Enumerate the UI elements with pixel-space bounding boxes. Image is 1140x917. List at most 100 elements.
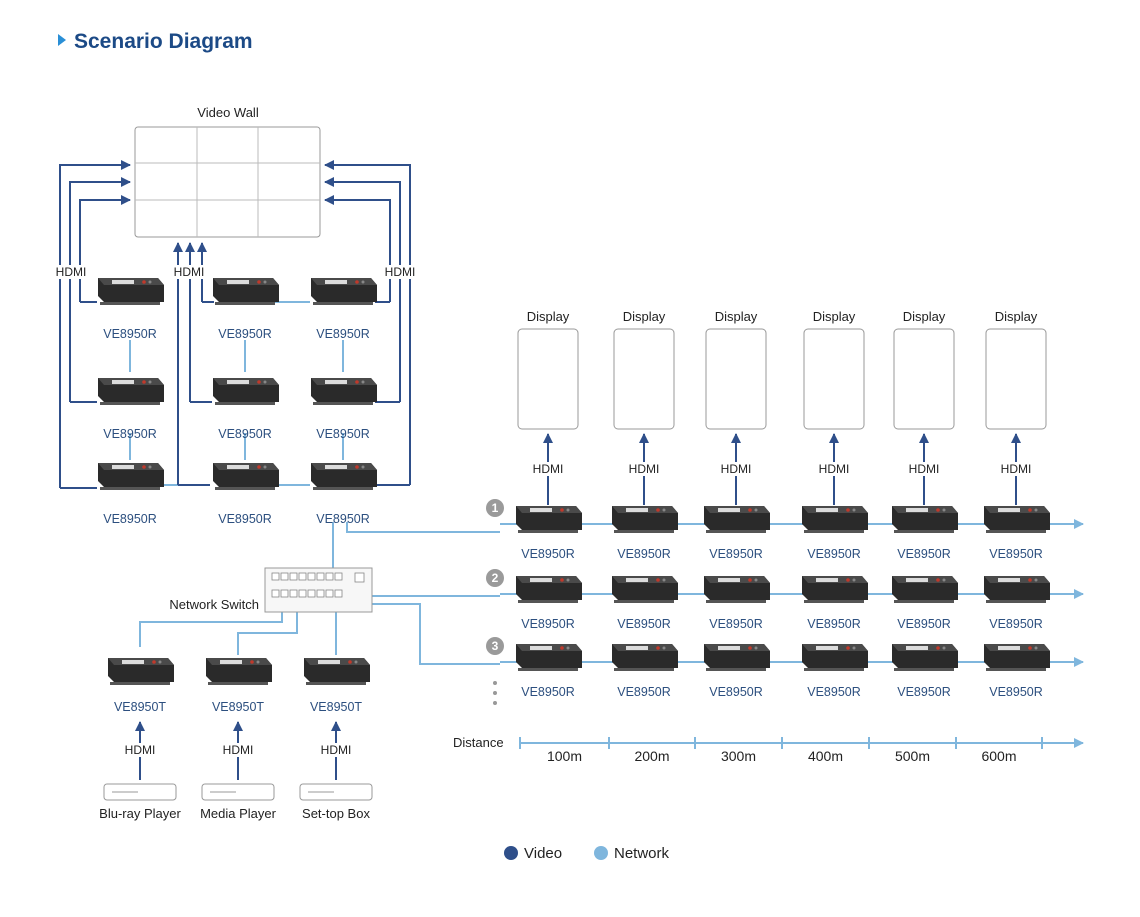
transmitters: VE8950T HDMI Blu-ray Player VE8950T HDMI Medi… xyxy=(99,658,373,821)
receiver-label: VE8950R xyxy=(897,547,951,561)
video-links-wall xyxy=(59,160,411,489)
receiver-label: VE8950R xyxy=(521,617,575,631)
display-label: Display xyxy=(813,309,856,324)
receiver-device xyxy=(311,463,377,490)
receiver-device xyxy=(892,644,958,671)
row-number-badge xyxy=(486,499,504,517)
hdmi-label-source: HDMI xyxy=(223,743,254,757)
hdmi-label-source: HDMI xyxy=(321,743,352,757)
receiver-device xyxy=(98,278,164,305)
receiver-device xyxy=(612,506,678,533)
legend-video-label: Video xyxy=(524,845,562,862)
receiver-label: VE8950R xyxy=(807,685,861,699)
display-panel xyxy=(985,328,1047,430)
legend: Video Network xyxy=(504,845,670,862)
source-label: Media Player xyxy=(200,806,277,821)
receiver-device xyxy=(802,576,868,603)
more-rows-dot xyxy=(493,691,497,695)
distance-tick-label: 600m xyxy=(981,748,1016,764)
receiver-label: VE8950R xyxy=(709,617,763,631)
legend-video-swatch xyxy=(504,846,518,860)
receiver-label: VE8950R xyxy=(521,685,575,699)
distance-label: Distance xyxy=(453,735,504,750)
distance-tick-label: 100m xyxy=(547,748,582,764)
receiver-device xyxy=(213,463,279,490)
source-device-icon xyxy=(201,783,275,801)
receiver-device xyxy=(516,644,582,671)
network-switch-label: Network Switch xyxy=(169,597,259,612)
receiver-label: VE8950R xyxy=(218,512,272,526)
display-panel xyxy=(613,328,675,430)
receiver-label: VE8950R xyxy=(316,427,370,441)
receiver-label: VE8950R xyxy=(316,327,370,341)
display-label: Display xyxy=(995,309,1038,324)
display-panel xyxy=(517,328,579,430)
receiver-device xyxy=(213,378,279,405)
page-title: Scenario Diagram xyxy=(74,30,253,53)
transmitter-device xyxy=(304,658,370,685)
receiver-label: VE8950R xyxy=(709,547,763,561)
row-number-badge xyxy=(486,569,504,587)
source-device-icon xyxy=(103,783,177,801)
transmitter-label: VE8950T xyxy=(114,700,166,714)
transmitter-device xyxy=(108,658,174,685)
receiver-device xyxy=(98,378,164,405)
source-label: Set-top Box xyxy=(302,806,370,821)
receiver-device xyxy=(892,576,958,603)
hdmi-label-wall-left: HDMI xyxy=(56,265,87,279)
receiver-device xyxy=(984,576,1050,603)
receiver-label: VE8950R xyxy=(807,547,861,561)
receiver-label: VE8950R xyxy=(617,685,671,699)
display-panel xyxy=(893,328,955,430)
receiver-label: VE8950R xyxy=(807,617,861,631)
distance-tick-label: 200m xyxy=(634,748,669,764)
receiver-label: VE8950R xyxy=(103,327,157,341)
source-label: Blu-ray Player xyxy=(99,806,181,821)
receiver-device xyxy=(802,644,868,671)
receiver-device xyxy=(516,506,582,533)
receiver-device xyxy=(704,576,770,603)
legend-network-swatch xyxy=(594,846,608,860)
display-panel xyxy=(803,328,865,430)
receiver-device xyxy=(311,278,377,305)
more-rows-dot xyxy=(493,701,497,705)
hdmi-label-display: HDMI xyxy=(629,462,660,476)
receiver-label: VE8950R xyxy=(218,427,272,441)
row-number: 3 xyxy=(492,639,499,653)
row-number: 2 xyxy=(492,571,499,585)
receiver-device xyxy=(516,576,582,603)
distance-tick-label: 300m xyxy=(721,748,756,764)
receiver-label: VE8950R xyxy=(989,547,1043,561)
receiver-label: VE8950R xyxy=(103,427,157,441)
receiver-label: VE8950R xyxy=(617,547,671,561)
receiver-device xyxy=(984,506,1050,533)
row-number: 1 xyxy=(492,501,499,515)
receiver-device xyxy=(612,576,678,603)
receiver-label: VE8950R xyxy=(218,327,272,341)
hdmi-label-wall-middle: HDMI xyxy=(174,265,205,279)
receiver-device xyxy=(98,463,164,490)
title-marker-icon xyxy=(58,34,66,46)
hdmi-label-display: HDMI xyxy=(909,462,940,476)
hdmi-label-display: HDMI xyxy=(721,462,752,476)
receiver-label: VE8950R xyxy=(989,685,1043,699)
display-label: Display xyxy=(903,309,946,324)
receiver-label: VE8950R xyxy=(897,617,951,631)
transmitter-label: VE8950T xyxy=(212,700,264,714)
display-label: Display xyxy=(623,309,666,324)
hdmi-label-wall-right: HDMI xyxy=(385,265,416,279)
receiver-device xyxy=(612,644,678,671)
display-label: Display xyxy=(527,309,570,324)
receiver-label: VE8950R xyxy=(709,685,763,699)
receiver-device xyxy=(704,506,770,533)
wall-receivers: VE8950R VE8950R VE8950R VE8950R VE8950R VE895… xyxy=(98,278,377,526)
receiver-device xyxy=(892,506,958,533)
source-device-icon xyxy=(299,783,373,801)
transmitter-device xyxy=(206,658,272,685)
receiver-device xyxy=(704,644,770,671)
receiver-label: VE8950R xyxy=(989,617,1043,631)
